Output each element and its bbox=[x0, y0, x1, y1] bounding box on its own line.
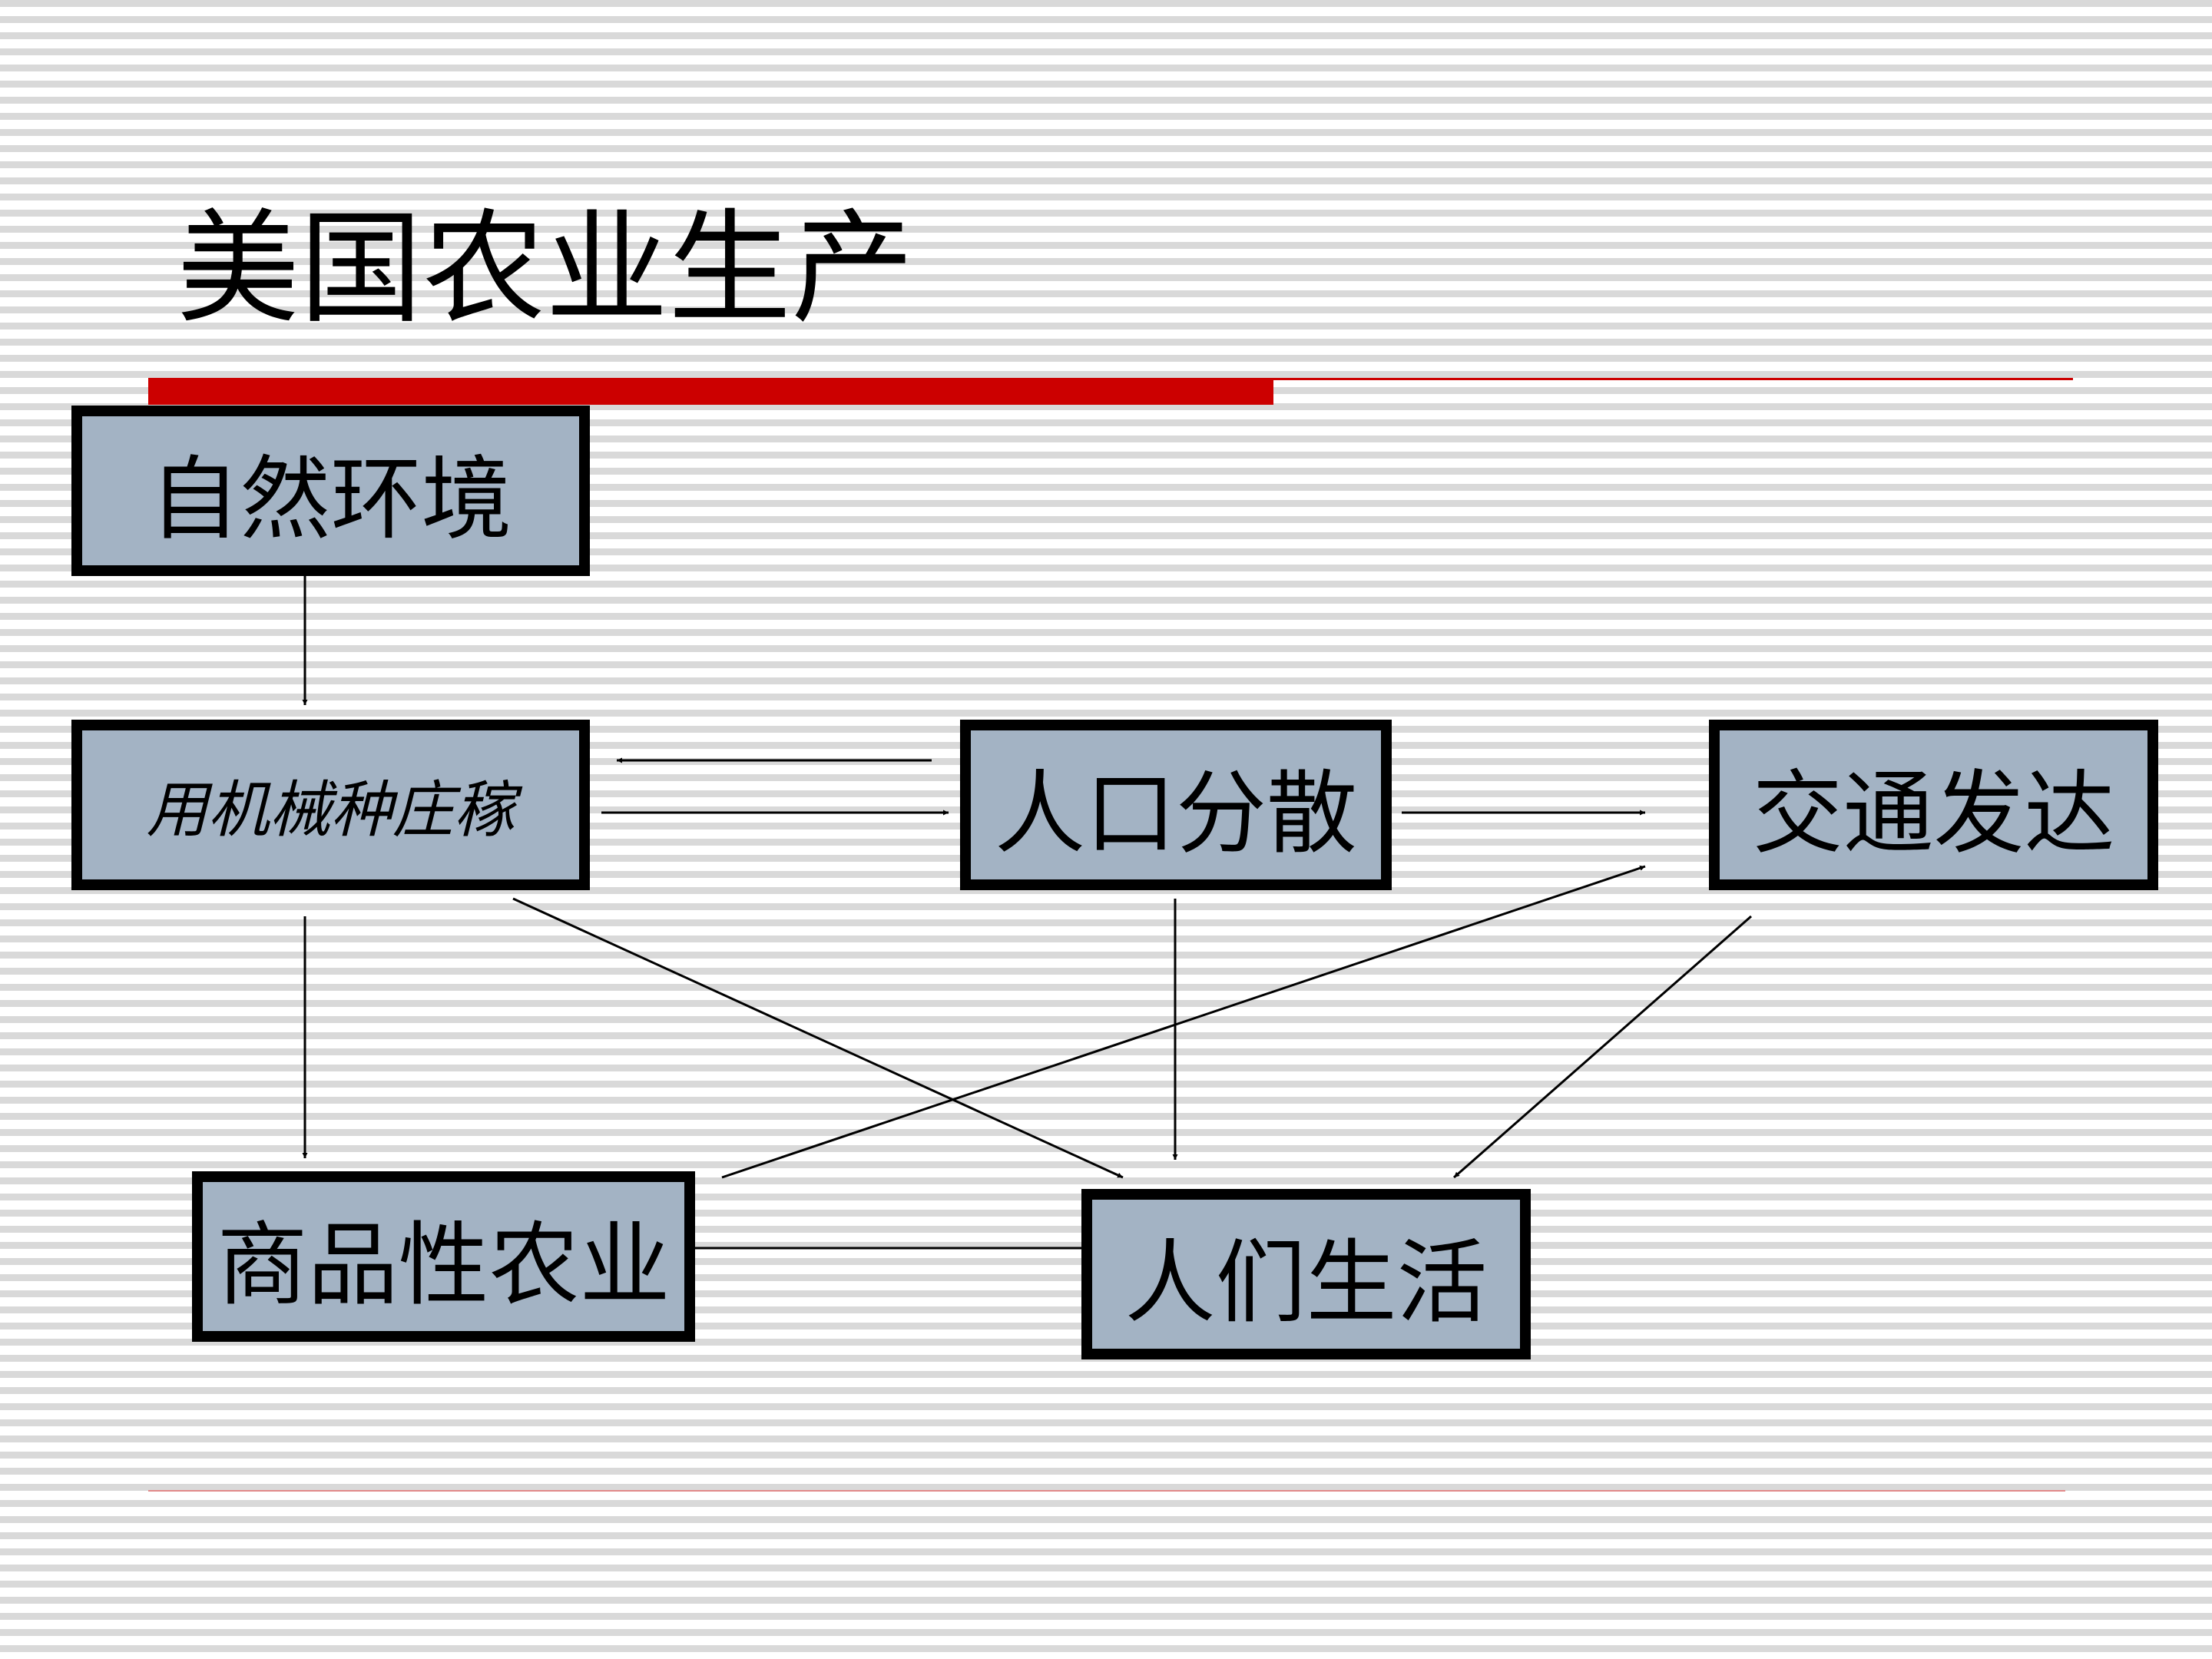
footer-divider bbox=[148, 1490, 2065, 1492]
node-jiaotong-fada-label: 交通发达 bbox=[1752, 760, 2115, 866]
node-yong-jixie-label: 用机械种庄稼 bbox=[146, 774, 515, 846]
node-yong-jixie: 用机械种庄稼 bbox=[71, 720, 590, 890]
node-shangpinxing-nongye-label: 商品性农业 bbox=[217, 1211, 671, 1318]
node-ziran-huanjing: 自然环境 bbox=[71, 406, 590, 576]
title-underline-thick bbox=[148, 379, 1273, 405]
node-shangpinxing-nongye: 商品性农业 bbox=[192, 1171, 695, 1342]
arrow-yongji-to-renmen bbox=[512, 897, 1124, 1179]
node-renmen-shenghuo-label: 人们生活 bbox=[1124, 1229, 1488, 1336]
arrow-shangpin-to-jiaotong bbox=[721, 865, 1646, 1179]
node-jiaotong-fada: 交通发达 bbox=[1709, 720, 2158, 890]
node-renkou-fensan-label: 人口分散 bbox=[994, 760, 1357, 866]
node-ziran-huanjing-label: 自然环境 bbox=[149, 445, 512, 552]
arrow-jiaotong-to-renmen bbox=[1453, 915, 1752, 1179]
slide-title: 美国农业生产 bbox=[177, 197, 915, 340]
node-renmen-shenghuo: 人们生活 bbox=[1081, 1189, 1531, 1359]
node-renkou-fensan: 人口分散 bbox=[960, 720, 1392, 890]
